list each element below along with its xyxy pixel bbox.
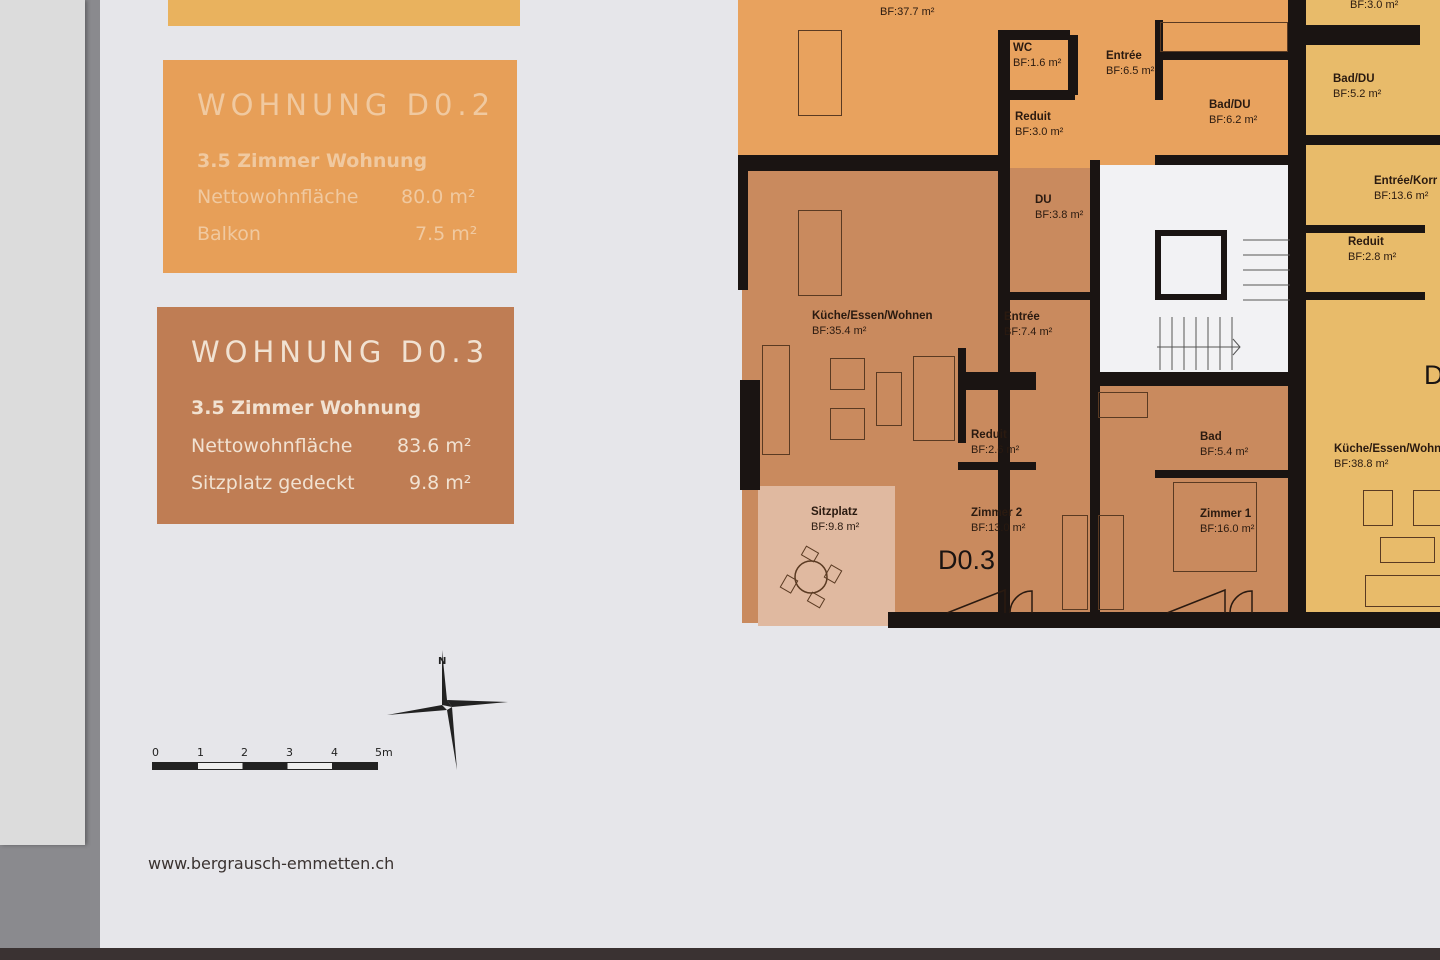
- wardrobe: [1098, 515, 1124, 610]
- armchair: [1413, 490, 1440, 526]
- coffee-table: [1380, 537, 1435, 563]
- dining-table: [798, 30, 842, 116]
- unit-label: D0.3: [938, 545, 996, 575]
- wall: [958, 372, 1036, 390]
- compass-north-label: N: [438, 656, 447, 667]
- card-title: WOHNUNG D0.2: [197, 88, 496, 122]
- row-label: Sitzplatz gedeckt: [191, 472, 355, 494]
- right-unit-label: D: [1424, 360, 1440, 390]
- room-label: BF:3.0 m²: [1350, 0, 1399, 11]
- row-label: Nettowohnfläche: [191, 435, 353, 457]
- row-value: 80.0 m²: [401, 186, 476, 208]
- unit-right-area: [1298, 0, 1440, 625]
- room-label: BF:37.7 m²: [880, 6, 935, 18]
- wall: [1008, 292, 1093, 300]
- patio-table-icon: [779, 545, 843, 609]
- scale-tick: 1: [197, 746, 204, 759]
- unit-card-top: [168, 0, 520, 26]
- row-value: 9.8 m²: [409, 472, 472, 494]
- wall: [958, 348, 966, 443]
- scale-tick: 4: [331, 746, 338, 759]
- card-title: WOHNUNG D0.3: [191, 335, 490, 369]
- coffee-table: [876, 372, 902, 426]
- wall: [740, 380, 760, 490]
- wall: [1300, 135, 1440, 145]
- wall: [1000, 30, 1070, 40]
- compass-icon: [387, 650, 508, 770]
- card-subtitle: 3.5 Zimmer Wohnung: [197, 150, 428, 172]
- sofa: [1365, 575, 1440, 607]
- window-door-icon: [1166, 588, 1253, 614]
- wall: [1160, 52, 1290, 60]
- wall: [1300, 292, 1425, 300]
- scale-tick: 5m: [375, 746, 393, 759]
- wall: [1095, 372, 1295, 386]
- wall: [1090, 160, 1100, 620]
- wall: [1300, 25, 1420, 45]
- row-value: 7.5 m²: [415, 223, 478, 245]
- armchair: [1363, 490, 1393, 526]
- scale-tick: 0: [152, 746, 159, 759]
- unit-d03-bedroom-area: [1092, 378, 1292, 623]
- staircase-icon: [1157, 239, 1290, 370]
- window-door-icon: [946, 588, 1033, 614]
- wall: [958, 462, 1036, 470]
- elevator-shaft: [1155, 230, 1227, 300]
- wall: [1068, 35, 1078, 95]
- wardrobe: [1062, 515, 1088, 610]
- unit-card-d02: WOHNUNG D0.2 3.5 Zimmer Wohnung Nettowoh…: [163, 60, 517, 273]
- wall: [1155, 155, 1295, 165]
- table-edge: [0, 948, 1440, 960]
- scale-tick: 2: [241, 746, 248, 759]
- row-label: Nettowohnfläche: [197, 186, 359, 208]
- footer-url[interactable]: www.bergrausch-emmetten.ch: [148, 854, 395, 873]
- card-subtitle: 3.5 Zimmer Wohnung: [191, 397, 422, 419]
- scale-tick: 3: [286, 746, 293, 759]
- wall: [1300, 225, 1425, 233]
- wardrobe: [1160, 22, 1288, 52]
- sofa: [913, 356, 955, 441]
- armchair: [830, 358, 865, 390]
- wall: [1000, 90, 1075, 100]
- wall: [1155, 20, 1163, 100]
- wall: [998, 30, 1010, 620]
- sitzplatz-area: [758, 486, 895, 626]
- scale-bar-graphic: [152, 762, 378, 770]
- sideboard: [762, 345, 790, 455]
- row-value: 83.6 m²: [397, 435, 472, 457]
- cabinet: [1098, 392, 1148, 418]
- wall: [738, 155, 1000, 171]
- dining-table: [798, 210, 842, 296]
- unit-d02-area: [738, 0, 1298, 168]
- scale-bar: 0 1 2 3 4 5m: [152, 746, 393, 778]
- wall: [1288, 0, 1306, 625]
- wall: [738, 170, 748, 290]
- wall: [1155, 470, 1290, 478]
- armchair: [830, 408, 865, 440]
- bed: [1173, 482, 1257, 572]
- unit-card-d03: WOHNUNG D0.3 3.5 Zimmer Wohnung Nettowoh…: [157, 307, 514, 524]
- row-label: Balkon: [197, 223, 261, 245]
- wall: [888, 612, 1440, 628]
- underlying-sheet: [0, 0, 85, 845]
